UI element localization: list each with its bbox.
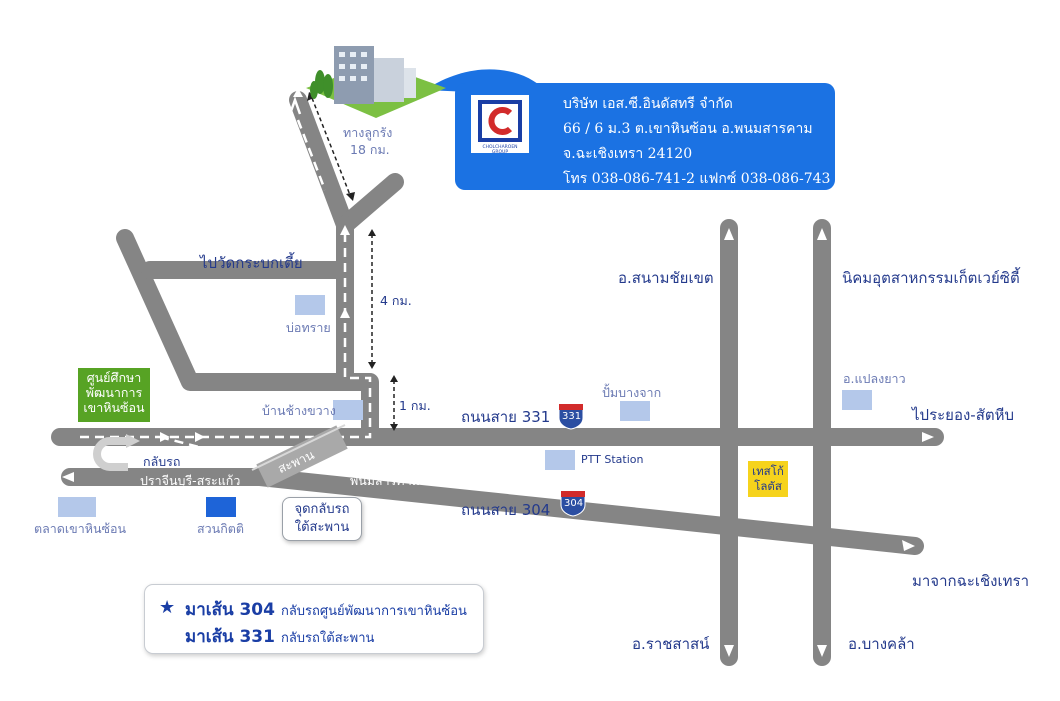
star-icon: ★ bbox=[159, 597, 176, 618]
uturn-callout-line1: จุดกลับรถ bbox=[294, 502, 350, 517]
landmark-plaeng bbox=[842, 390, 872, 410]
shield-304-label: 304 bbox=[564, 498, 584, 509]
label-ratcha: อ.ราชสาสน์ bbox=[632, 635, 710, 653]
company-name: บริษัท เอส.ซี.อินดัสทรี จำกัด bbox=[563, 96, 733, 112]
company-info-card: CHOLCHAROEN GROUP บริษัท เอส.ซี.อินดัสทร… bbox=[455, 83, 835, 190]
legend: ★ มาเส้น 304 กลับรถศูนย์พัฒนาการเขาหินซ้อ… bbox=[144, 584, 484, 654]
label-ban-chang: บ้านช้างขวาง bbox=[262, 403, 336, 418]
school-line3: เขาหินซ้อน bbox=[83, 400, 145, 415]
label-market: ตลาดเขาหินซ้อน bbox=[34, 521, 127, 536]
landmark-ptt bbox=[545, 450, 575, 470]
school-line2: พัฒนาการ bbox=[85, 385, 143, 400]
road-detour-right bbox=[336, 173, 404, 234]
legend-desc-304: กลับรถศูนย์พัฒนาการเขาหินซ้อน bbox=[280, 604, 467, 619]
label-road-331: ถนนสาย 331 bbox=[461, 408, 551, 426]
label-suan: สวนกิตติ bbox=[197, 521, 244, 536]
label-bo-sai: บ่อทราย bbox=[286, 320, 331, 335]
company-contact: โทร 038-086-741-2 แฟกซ์ 038-086-743 bbox=[563, 171, 831, 187]
legend-route-304: มาเส้น 304 bbox=[185, 600, 275, 620]
label-pump: ปั้มบางจาก bbox=[602, 385, 662, 400]
landmark-market bbox=[58, 497, 96, 517]
shield-331-label: 331 bbox=[562, 411, 582, 422]
label-4km: 4 กม. bbox=[380, 293, 412, 308]
label-rayong: ไประยอง-สัตหีบ bbox=[912, 406, 1015, 424]
label-ptt: PTT Station bbox=[581, 453, 644, 466]
legend-row-331: มาเส้น 331 กลับรถใต้สะพาน bbox=[185, 623, 374, 650]
label-nikhom: นิคมอุตสาหกรรมเก็ตเวย์ซิตี้ bbox=[842, 269, 1020, 287]
label-sanam: อ.สนามชัยเขต bbox=[618, 269, 714, 287]
route-shield-icon bbox=[558, 403, 584, 430]
legend-row-304: มาเส้น 304 กลับรถศูนย์พัฒนาการเขาหินซ้อน bbox=[185, 596, 467, 623]
label-plaeng: อ.แปลงยาว bbox=[843, 371, 906, 386]
label-detour: ทางลูกรัง bbox=[343, 125, 393, 140]
label-phanom: พนมสารคาม-ฉะเชิงเทรา bbox=[350, 473, 485, 488]
label-wat: ไปวัดกระบกเตี้ย bbox=[200, 254, 303, 272]
company-logo-icon: CHOLCHAROEN GROUP bbox=[471, 95, 529, 155]
uturn-arrow-icon bbox=[93, 437, 128, 471]
logo-text: CHOLCHAROEN GROUP bbox=[482, 145, 518, 155]
tesco-line1: เทสโก้ bbox=[752, 464, 784, 478]
label-uturn: กลับรถ bbox=[143, 454, 181, 469]
landmark-ban-chang bbox=[333, 400, 363, 420]
label-from-chachoeng: มาจากฉะเชิงเทรา bbox=[912, 572, 1030, 590]
label-bangkhla: อ.บางคล้า bbox=[848, 635, 915, 653]
label-detour-distance: 18 กม. bbox=[350, 142, 390, 157]
legend-desc-331: กลับรถใต้สะพาน bbox=[280, 631, 375, 646]
road-304 bbox=[61, 468, 924, 555]
label-1km: 1 กม. bbox=[399, 398, 431, 413]
label-prachin: ปราจีนบุรี-สระแก้ว bbox=[140, 473, 241, 488]
building-icon bbox=[306, 46, 446, 118]
company-address-line1: 66 / 6 ม.3 ต.เขาหินซ้อน อ.พนมสารคาม bbox=[563, 121, 813, 137]
landmark-suan bbox=[206, 497, 236, 517]
landmark-bo-sai bbox=[295, 295, 325, 315]
bridge bbox=[256, 425, 348, 488]
legend-route-331: มาเส้น 331 bbox=[185, 627, 275, 647]
route-shield-icon bbox=[560, 490, 586, 517]
school-line1: ศูนย์ศึกษา bbox=[86, 370, 142, 385]
landmark-pump bbox=[620, 401, 650, 421]
tesco-line2: โลตัส bbox=[754, 479, 782, 493]
uturn-callout: จุดกลับรถ ใต้สะพาน bbox=[282, 497, 362, 541]
landmark-school: ศูนย์ศึกษา พัฒนาการ เขาหินซ้อน bbox=[78, 368, 150, 422]
label-road-304: ถนนสาย 304 bbox=[461, 501, 551, 519]
landmark-tesco: เทสโก้ โลตัส bbox=[748, 461, 788, 497]
road-detour-left bbox=[289, 91, 354, 234]
uturn-callout-line2: ใต้สะพาน bbox=[294, 520, 350, 535]
company-address-line2: จ.ฉะเชิงเทรา 24120 bbox=[563, 146, 693, 162]
